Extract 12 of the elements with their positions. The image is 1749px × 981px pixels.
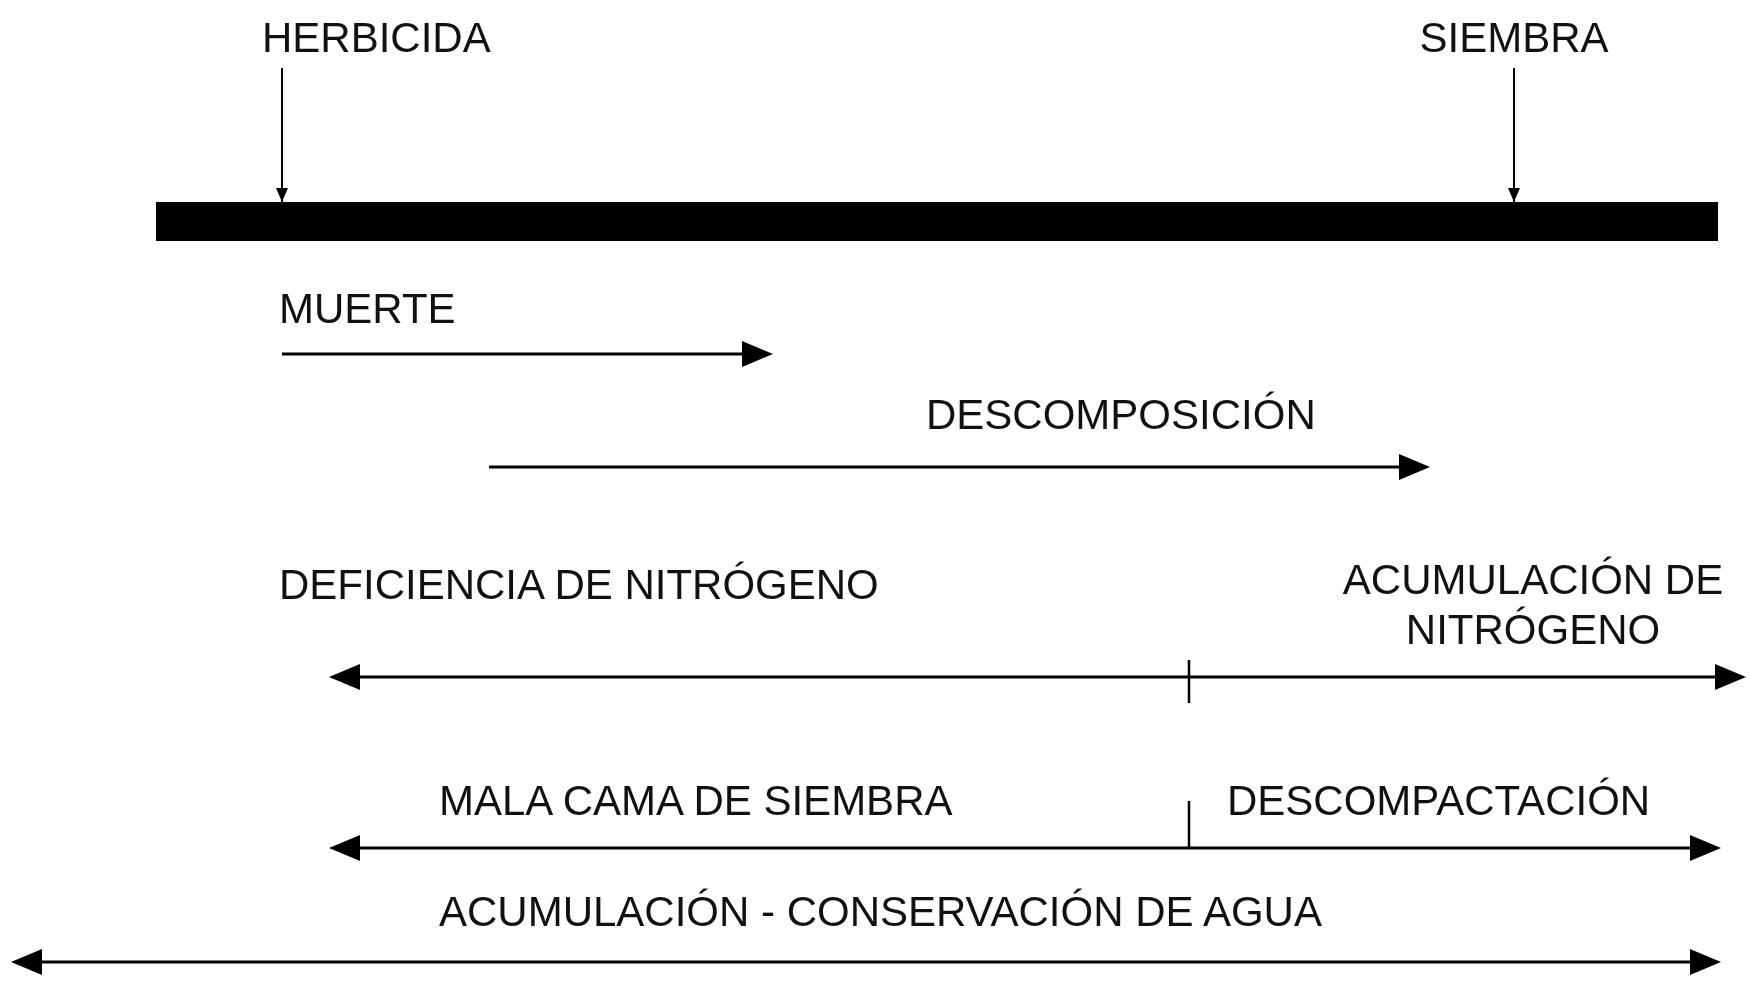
event-label: SIEMBRA	[1404, 12, 1624, 64]
process-label: ACUMULACIÓN - CONSERVACIÓN DE AGUA	[439, 887, 1322, 937]
event-label: HERBICIDA	[262, 12, 502, 64]
process-label: MUERTE	[279, 284, 456, 334]
process-label: ACUMULACIÓN DE NITRÓGENO	[1341, 555, 1725, 655]
arrow	[1508, 67, 1520, 203]
process-label: MALA CAMA DE SIEMBRA	[439, 776, 953, 826]
process-label: DEFICIENCIA DE NITRÓGENO	[279, 560, 879, 610]
process-label: DESCOMPACTACIÓN	[1227, 776, 1651, 826]
process-label: DESCOMPOSICIÓN	[926, 390, 1316, 440]
timeline-bar	[156, 202, 1718, 241]
arrow	[276, 67, 288, 203]
